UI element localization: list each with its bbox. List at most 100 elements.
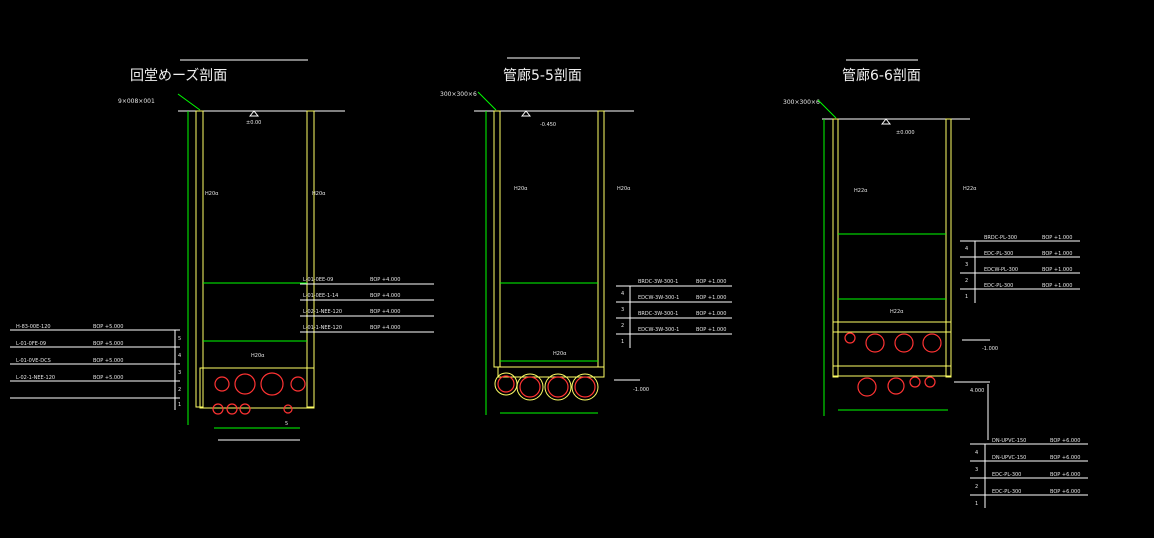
section-2: 管廊5-5剖面 300×300×6 -0.450 H20α H20α H20α …: [440, 57, 732, 415]
s1-left-bop: BOP +5.000: [93, 341, 123, 347]
s1-num: 5: [178, 336, 181, 342]
s1-num: 4: [178, 353, 181, 359]
s3-note2: DN-UPVC-150: [992, 455, 1026, 461]
s3-pipe: [922, 333, 942, 353]
s2-pipe-outer: [544, 373, 572, 401]
s2-bop: BOP +1.000: [696, 327, 726, 333]
s3-leader-top: [817, 99, 837, 119]
s1-right-bop: BOP +4.000: [370, 325, 400, 331]
s1-pipe: [260, 372, 284, 396]
s1-left-note: L-01-0VE-DCS: [16, 358, 51, 364]
s1-left-bop: BOP +5.000: [93, 375, 123, 381]
s1-right-bop: BOP +4.000: [370, 277, 400, 283]
s3-note: EDC-PL-300: [984, 283, 1013, 289]
s2-bottom-label: H20α: [553, 351, 567, 357]
s2-wall-left: [493, 110, 501, 368]
s1-left-note: L-02-1-NEE-120: [16, 375, 55, 381]
s3-num2: 1: [975, 501, 978, 507]
s3-pipe: [894, 333, 914, 353]
s1-num: 2: [178, 387, 181, 393]
s1-right-note: L-01-1-NEE-120: [303, 325, 342, 331]
s1-pipe: [212, 403, 224, 415]
s2-elev-marker: [520, 110, 532, 117]
s1-right-note: L-01-0EE-1-14: [303, 293, 338, 299]
s2-right-table: BRDC-3W-300-1 EDCW-3W-300-1 BRDC-3W-300-…: [616, 279, 732, 348]
s3-lower-table: DN-UPVC-150 DN-UPVC-150 EDC-PL-300 EDC-P…: [970, 384, 1088, 508]
s2-wall-label-right: H20α: [617, 186, 631, 192]
s2-elev-top: -0.450: [540, 122, 556, 128]
s3-pipe: [909, 376, 921, 388]
s2-note: BRDC-3W-300-1: [638, 311, 678, 317]
s2-note: EDCW-3W-300-1: [638, 295, 679, 301]
s3-bop2: BOP +6.000: [1050, 455, 1080, 461]
s3-note: EDC-PL-300: [984, 251, 1013, 257]
s1-elev-top: ±0.00: [246, 120, 261, 126]
s3-wall-label-right: H22α: [963, 186, 977, 192]
s1-wall-label-right: H20α: [312, 191, 326, 197]
s3-bop2: BOP +6.000: [1050, 438, 1080, 444]
s3-num2: 4: [975, 450, 978, 456]
s3-title: 管廊6-6剖面: [842, 67, 921, 84]
s3-pipe: [844, 332, 856, 344]
s2-pipe-outer: [516, 373, 544, 401]
s1-left-table: H-83-00E-120 L-01-0FE-09 L-01-0VE-DCS L-…: [10, 324, 181, 410]
s3-elev-low: 4.000: [970, 388, 984, 394]
s3-bop: BOP +1.000: [1042, 251, 1072, 257]
s1-right-table: L-01-0EE-09 L-01-0EE-1-14 L-02-1-NEE-120…: [300, 277, 434, 333]
s1-wall-left: [195, 110, 204, 408]
s1-inner-label: H20α: [251, 353, 265, 359]
s2-pipe-outer: [571, 373, 599, 401]
s2-num: 4: [621, 291, 624, 297]
s3-pipe: [865, 333, 885, 353]
s1-right-bop: BOP +4.000: [370, 309, 400, 315]
s1-pipe: [234, 373, 256, 395]
s2-base-box: [497, 366, 605, 378]
s3-dim-top: 300×300×6: [783, 99, 820, 106]
s1-left-note: H-83-00E-120: [16, 324, 51, 330]
s2-pipe: [547, 376, 569, 398]
s3-inner-label: H22α: [890, 309, 904, 315]
s2-leader-top: [477, 91, 497, 111]
s3-upper-box: [832, 321, 952, 333]
s3-bop: BOP +1.000: [1042, 267, 1072, 273]
s1-wall-right: [306, 110, 315, 408]
section-3: 管廊6-6剖面 300×300×6 ±0.000 H22α H22α H22α …: [783, 59, 1088, 508]
s3-bop2: BOP +6.000: [1050, 472, 1080, 478]
s1-right-note: L-01-0EE-09: [303, 277, 333, 283]
s2-pipe: [519, 376, 541, 398]
section-1: 回堂めーズ剖面 9×008×001 ±0.00 H20α H20α H20α 5: [10, 59, 434, 441]
s1-dim-top: 9×008×001: [118, 98, 155, 105]
s1-leader-top: [177, 93, 201, 111]
s1-num: 3: [178, 370, 181, 376]
s3-num: 4: [965, 246, 968, 252]
s3-elev-mid: -1.000: [982, 346, 998, 352]
s3-wall-left: [832, 118, 839, 378]
s2-num: 1: [621, 339, 624, 345]
s2-wall-label-left: H20α: [514, 186, 528, 192]
s3-bop: BOP +1.000: [1042, 283, 1072, 289]
s2-bop: BOP +1.000: [696, 279, 726, 285]
s2-dim-top: 300×300×6: [440, 91, 477, 98]
s3-elev-top: ±0.000: [896, 130, 915, 136]
s1-pipe: [239, 403, 251, 415]
s1-wall-label-left: H20α: [205, 191, 219, 197]
s3-note: EDCW-PL-300: [984, 267, 1018, 273]
s3-pipe: [887, 377, 905, 395]
s3-bop2: BOP +6.000: [1050, 489, 1080, 495]
s3-wall-right: [945, 118, 952, 378]
s3-note: BRDC-PL-300: [984, 235, 1017, 241]
s1-right-bop: BOP +4.000: [370, 293, 400, 299]
s3-num2: 3: [975, 467, 978, 473]
s2-elev-bottom: -1.000: [633, 387, 649, 393]
s3-num: 2: [965, 278, 968, 284]
s1-elev-marker: [248, 110, 260, 117]
s3-bop: BOP +1.000: [1042, 235, 1072, 241]
s1-pipe: [214, 376, 230, 392]
s2-num: 2: [621, 323, 624, 329]
s1-bottom-label: 5: [285, 421, 288, 427]
s1-pipe: [283, 404, 293, 414]
s1-left-note: L-01-0FE-09: [16, 341, 46, 347]
s1-right-note: L-02-1-NEE-120: [303, 309, 342, 315]
s3-wall-label-left: H22α: [854, 188, 868, 194]
